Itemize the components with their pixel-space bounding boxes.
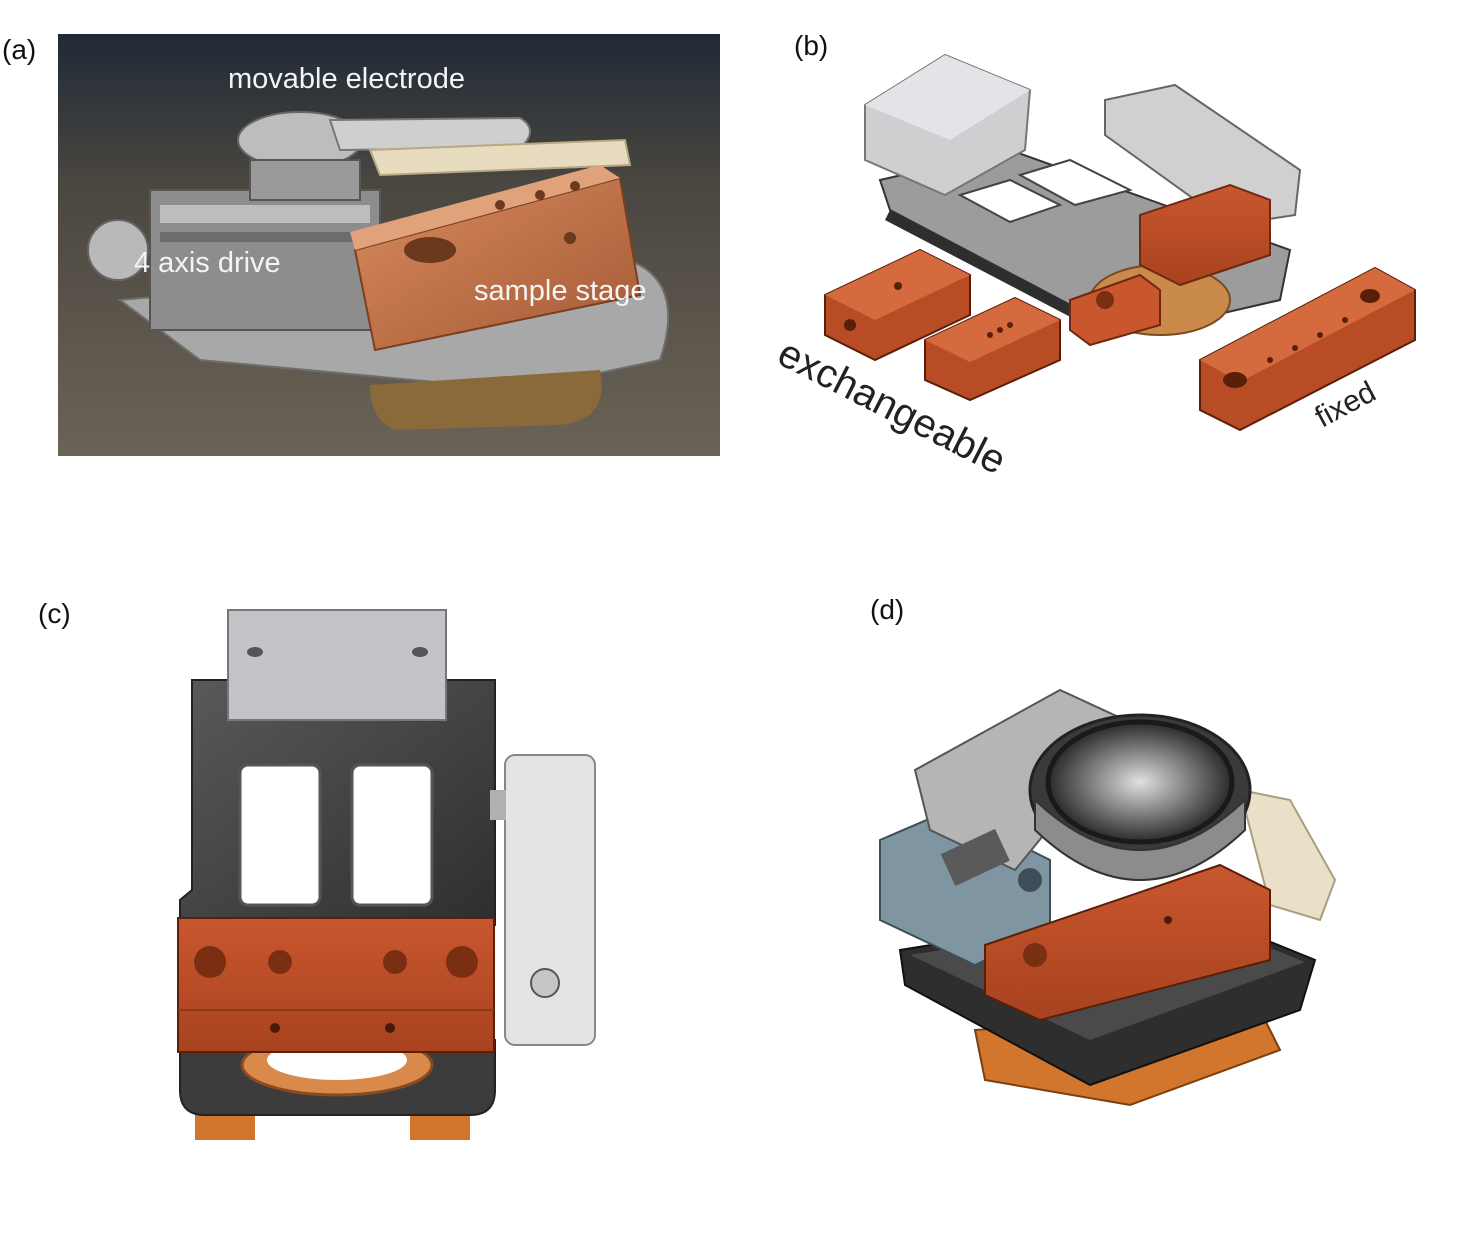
panel-c-top-view: [177, 609, 596, 1140]
panel-label-d: (d): [870, 594, 905, 625]
panel-label-a: (a): [2, 34, 37, 65]
panel-label-c: (c): [38, 598, 71, 629]
annotation-movable-electrode: movable electrode: [228, 63, 465, 95]
panel-d-isometric-view: [879, 688, 1337, 1107]
panel-label-b: (b): [794, 30, 829, 61]
panel-b-exploded-view: exchangeable fixed: [771, 53, 1416, 483]
panel-a-photo: movable electrode 4 axis drive sample st…: [58, 34, 720, 456]
annotation-sample-stage: sample stage: [474, 275, 647, 307]
annotation-4-axis-drive: 4 axis drive: [134, 247, 281, 279]
